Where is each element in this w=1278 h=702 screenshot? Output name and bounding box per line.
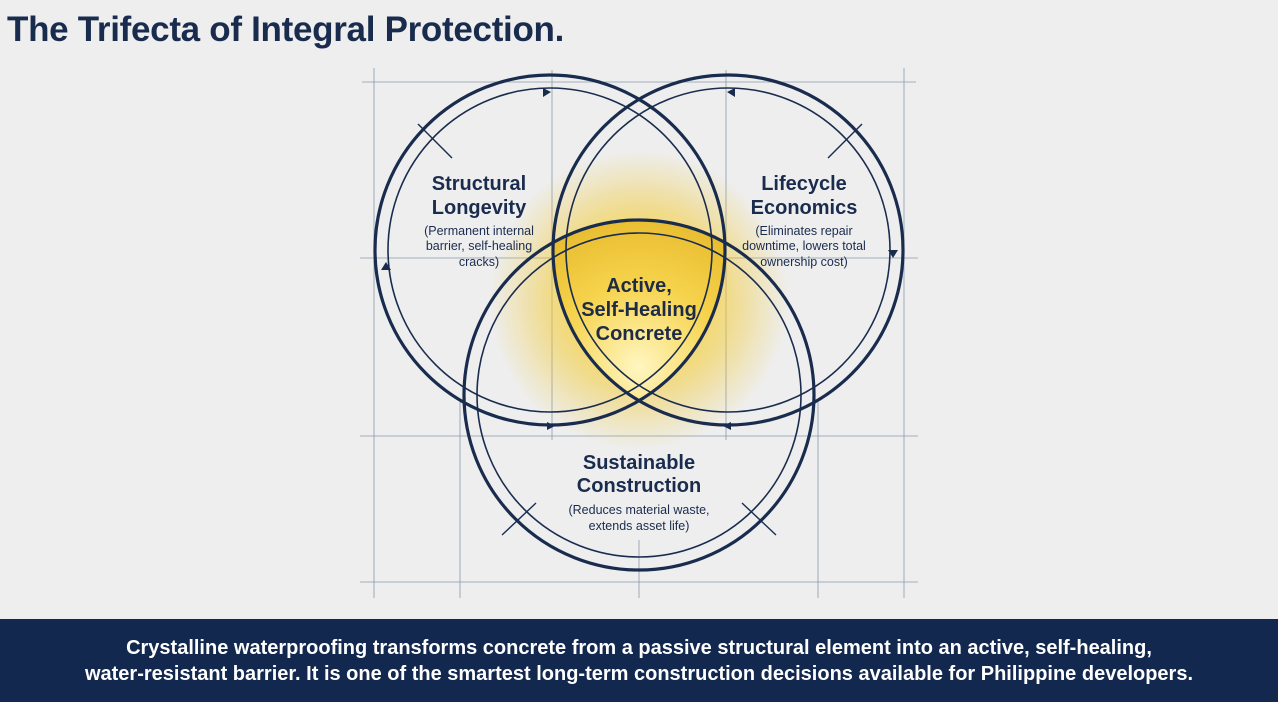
tick-marks (417, 123, 863, 536)
sustainable-detail-1: (Reduces material waste, (568, 503, 709, 517)
label-sustainable: Sustainable Construction (Reduces materi… (568, 452, 709, 533)
center-line-3: Concrete (596, 323, 683, 345)
sustainable-heading-1: Sustainable (583, 452, 695, 474)
structural-heading-1: Structural (432, 173, 526, 195)
footer-line-2: water-resistant barrier. It is one of th… (84, 663, 1194, 685)
lifecycle-detail-1: (Eliminates repair (755, 224, 852, 238)
page-title: The Trifecta of Integral Protection. (7, 10, 565, 49)
center-intersection (553, 220, 725, 425)
sustainable-heading-2: Construction (577, 475, 701, 497)
lifecycle-detail-2: downtime, lowers total (742, 239, 866, 253)
footer-line-1: Crystalline waterproofing transforms con… (126, 637, 1152, 659)
lifecycle-heading-1: Lifecycle (761, 173, 847, 195)
lifecycle-detail-3: ownership cost) (760, 255, 848, 269)
center-line-1: Active, (606, 275, 672, 297)
center-line-2: Self-Healing (581, 299, 697, 321)
circle-sustainable (462, 218, 816, 572)
venn-diagram: Structural Longevity (Permanent internal… (360, 68, 918, 598)
label-structural: Structural Longevity (Permanent internal… (424, 173, 534, 269)
sustainable-detail-2: extends asset life) (589, 519, 690, 533)
label-center: Active, Self-Healing Concrete (581, 275, 697, 345)
structural-detail-1: (Permanent internal (424, 224, 534, 238)
structural-heading-2: Longevity (432, 197, 527, 219)
structural-detail-2: barrier, self-healing (426, 239, 532, 253)
lifecycle-heading-2: Economics (751, 197, 858, 219)
structural-detail-3: cracks) (459, 255, 499, 269)
label-lifecycle: Lifecycle Economics (Eliminates repair d… (742, 173, 866, 269)
arrow-icons (381, 88, 898, 430)
footer-banner: Crystalline waterproofing transforms con… (0, 619, 1278, 702)
